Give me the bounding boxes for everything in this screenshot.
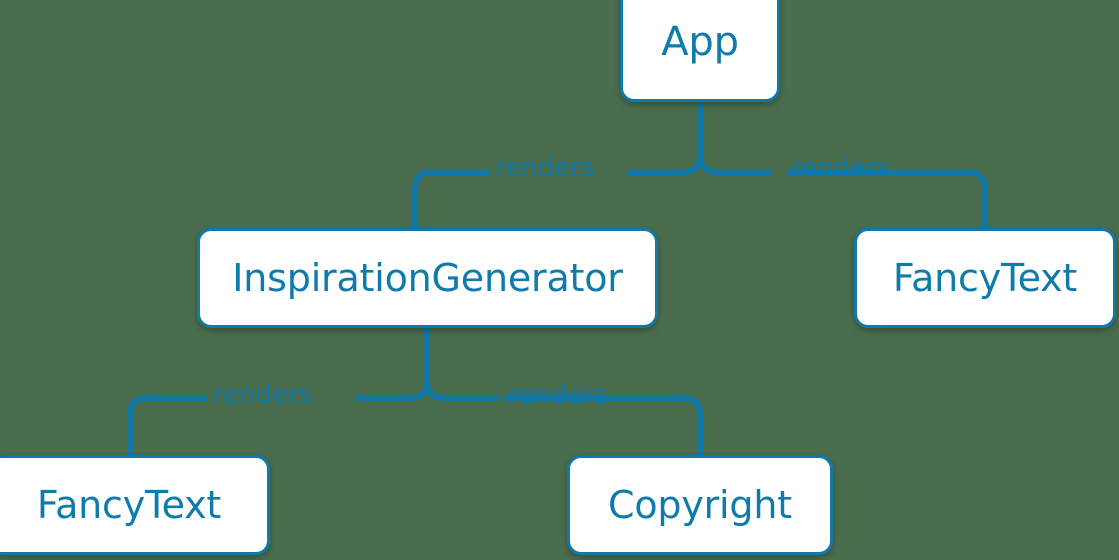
node-fancytext-left[interactable]: FancyText	[0, 455, 270, 555]
node-inspirationgenerator[interactable]: InspirationGenerator	[197, 228, 658, 328]
edge-inspgen-split-left	[355, 380, 430, 401]
edge-label-inspirationgenerator-renders-copyright: renders	[508, 380, 608, 410]
edge-app-split-left	[628, 154, 703, 175]
edge-label-app-renders-fancytext: renders	[791, 153, 891, 183]
node-copyright[interactable]: Copyright	[567, 455, 833, 555]
node-app[interactable]: App	[620, 0, 780, 102]
node-app-label: App	[661, 19, 739, 65]
edge-label-inspirationgenerator-renders-fancytext: renders	[213, 380, 313, 410]
node-fancytext-left-label: FancyText	[36, 483, 222, 527]
edge-app-split-right	[697, 154, 772, 175]
edge-inspgen-to-copyright	[503, 395, 703, 455]
edge-label-app-renders-inspirationgenerator: renders	[495, 153, 595, 183]
node-fancytext-right[interactable]: FancyText	[854, 228, 1116, 328]
edge-app-to-inspgen	[412, 169, 489, 228]
edge-inspgen-split-right	[424, 380, 499, 401]
edge-app-to-fancyright	[787, 169, 988, 228]
node-fancytext-right-label: FancyText	[892, 256, 1078, 300]
edge-inspgen-to-fancyleft	[127, 395, 207, 455]
node-inspirationgenerator-label: InspirationGenerator	[232, 256, 623, 300]
node-copyright-label: Copyright	[608, 483, 792, 527]
